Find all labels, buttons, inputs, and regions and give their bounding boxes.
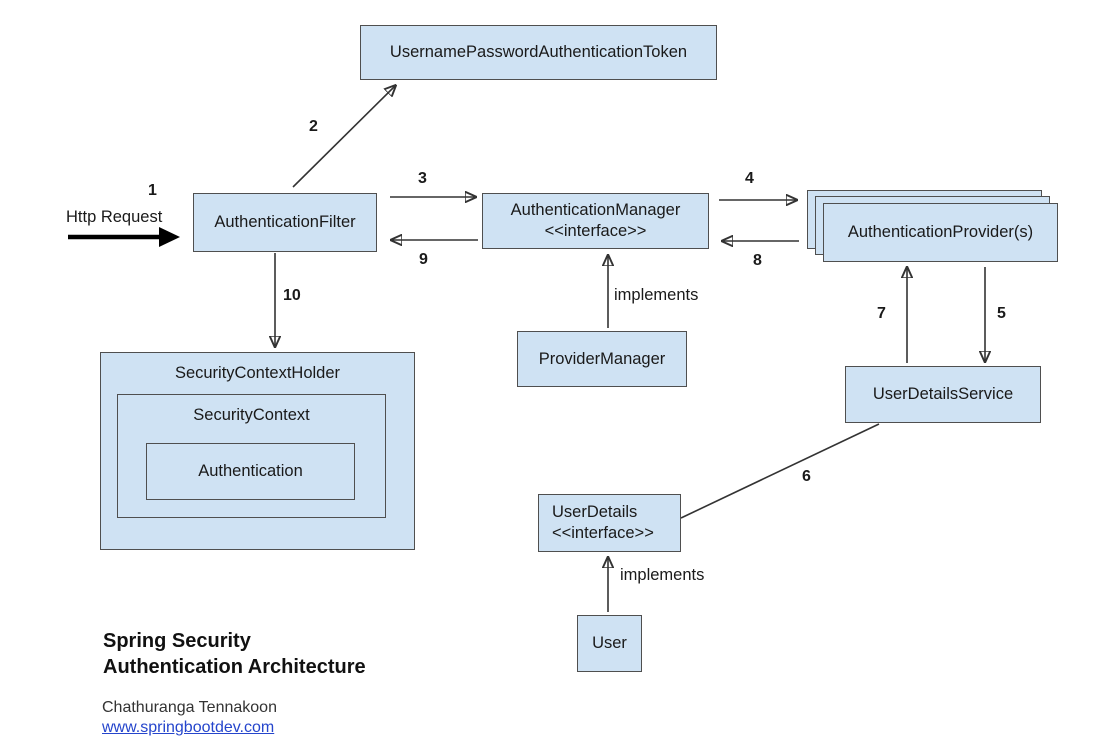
node-user-details: UserDetails <<interface>> [538, 494, 681, 552]
node-security-context: SecurityContext [117, 394, 386, 518]
edge-label-2: 2 [309, 118, 318, 135]
node-provider-manager: ProviderManager [517, 331, 687, 387]
website-link[interactable]: www.springbootdev.com [102, 719, 275, 736]
node-stereotype: <<interface>> [552, 524, 654, 542]
node-label: UserDetails [552, 503, 638, 522]
line-step-6 [680, 423, 880, 519]
implements-label-user: implements [620, 566, 705, 584]
edge-label-3: 3 [418, 170, 427, 187]
edge-label-5: 5 [997, 305, 1006, 322]
diagram-title: Spring Security Authentication Architect… [103, 629, 366, 680]
http-request-arrowhead [159, 227, 180, 247]
node-label: UserDetailsService [872, 385, 1014, 404]
diagram-title-line2: Authentication Architecture [103, 655, 366, 678]
node-label: Authentication [198, 462, 303, 481]
node-label: User [592, 634, 627, 653]
edge-label-10: 10 [283, 287, 301, 304]
arrow-step-2 [292, 86, 395, 188]
edge-label-4: 4 [745, 170, 754, 187]
implements-label-provider-manager: implements [614, 286, 699, 304]
node-label: SecurityContextHolder [174, 364, 341, 382]
node-authentication-filter: AuthenticationFilter [193, 193, 377, 252]
node-label: AuthenticationFilter [214, 213, 356, 232]
node-user: User [577, 615, 642, 672]
edge-label-1: 1 [148, 182, 157, 199]
node-user-details-service: UserDetailsService [845, 366, 1041, 423]
node-label: SecurityContext [193, 406, 310, 424]
author-name: Chathuranga Tennakoon [102, 699, 277, 716]
edge-label-8: 8 [753, 252, 762, 269]
edge-label-7: 7 [877, 305, 886, 322]
node-stereotype: <<interface>> [544, 222, 647, 240]
node-authentication: Authentication [146, 443, 355, 500]
http-request-label: Http Request [66, 208, 163, 226]
node-username-password-authentication-token: UsernamePasswordAuthenticationToken [360, 25, 717, 80]
diagram-title-line1: Spring Security [103, 630, 251, 652]
node-label: ProviderManager [538, 349, 666, 368]
edge-label-6: 6 [802, 468, 811, 485]
node-label: UsernamePasswordAuthenticationToken [389, 43, 688, 62]
node-label: AuthenticationProvider(s) [847, 223, 1034, 242]
node-authentication-manager: AuthenticationManager <<interface>> [482, 193, 709, 249]
edge-label-9: 9 [419, 251, 428, 268]
node-label: AuthenticationManager [510, 201, 681, 220]
node-authentication-providers: AuthenticationProvider(s) [823, 203, 1058, 262]
